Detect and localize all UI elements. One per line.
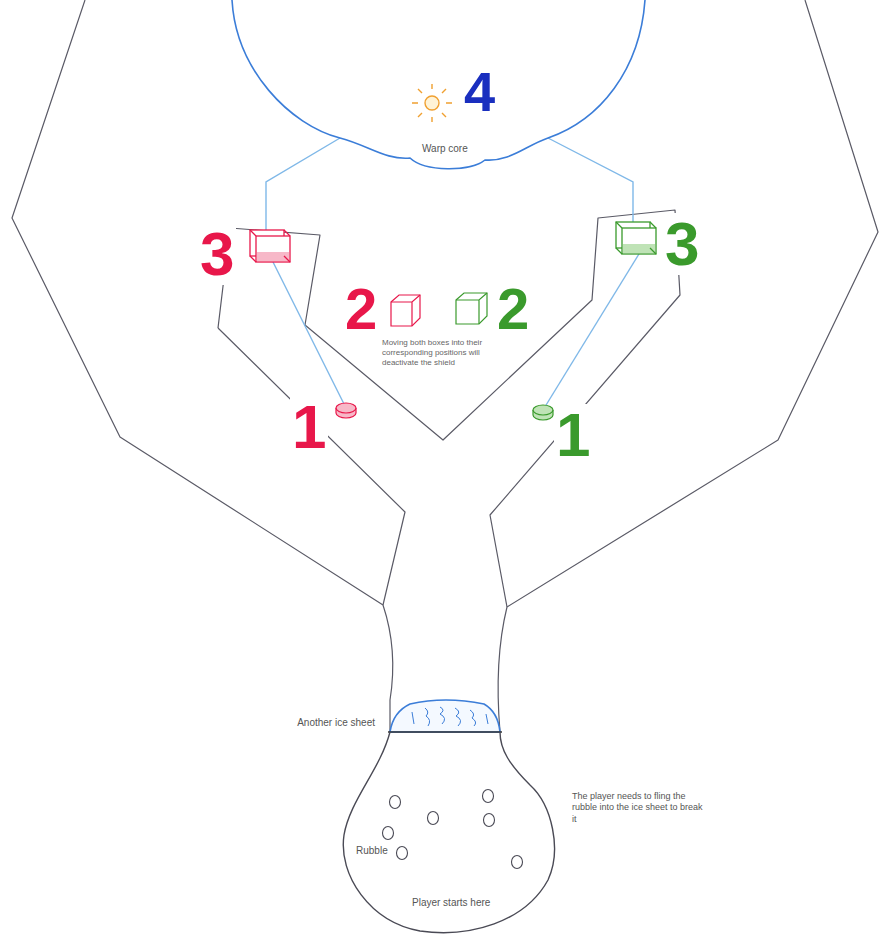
area-label: Warp core	[422, 144, 468, 154]
neck-wall	[383, 605, 393, 732]
green-box	[456, 293, 487, 324]
neck-wall	[498, 607, 507, 732]
note: Moving both boxes into their correspondi…	[382, 338, 514, 368]
callout-number: 3	[663, 213, 701, 275]
corridor-wall	[218, 328, 405, 605]
power-wire	[273, 262, 346, 408]
area-label: Player starts here	[412, 898, 490, 908]
callout-number: 1	[290, 396, 328, 458]
corridor-wall	[218, 210, 680, 607]
start-room: RubblePlayer starts here	[330, 725, 565, 935]
power-wire	[266, 138, 340, 230]
green-gate: 3	[612, 208, 714, 277]
area-label: Rubble	[356, 846, 388, 856]
outer-wall	[12, 0, 383, 605]
warp-core: 4Warp core	[225, 0, 650, 175]
power-wire	[548, 138, 633, 222]
callout-number: 4	[462, 64, 497, 120]
note: The player needs to fling the rubble int…	[572, 791, 704, 825]
area-label: Another ice sheet	[270, 718, 375, 728]
outer-wall	[507, 0, 878, 607]
rubble	[383, 790, 523, 869]
ice-sheet	[390, 700, 500, 732]
red-gate: 3	[196, 218, 294, 287]
callout-number: 2	[343, 280, 379, 338]
green-button: 1	[530, 398, 604, 480]
callout-number: 2	[495, 280, 531, 338]
red-box	[391, 295, 420, 326]
ice-cracks	[412, 707, 488, 726]
ice-sheet-base	[388, 731, 502, 733]
red-button: 1	[288, 388, 360, 470]
callout-number: 3	[198, 223, 236, 285]
callout-number: 1	[554, 404, 592, 466]
power-wire	[543, 254, 639, 410]
